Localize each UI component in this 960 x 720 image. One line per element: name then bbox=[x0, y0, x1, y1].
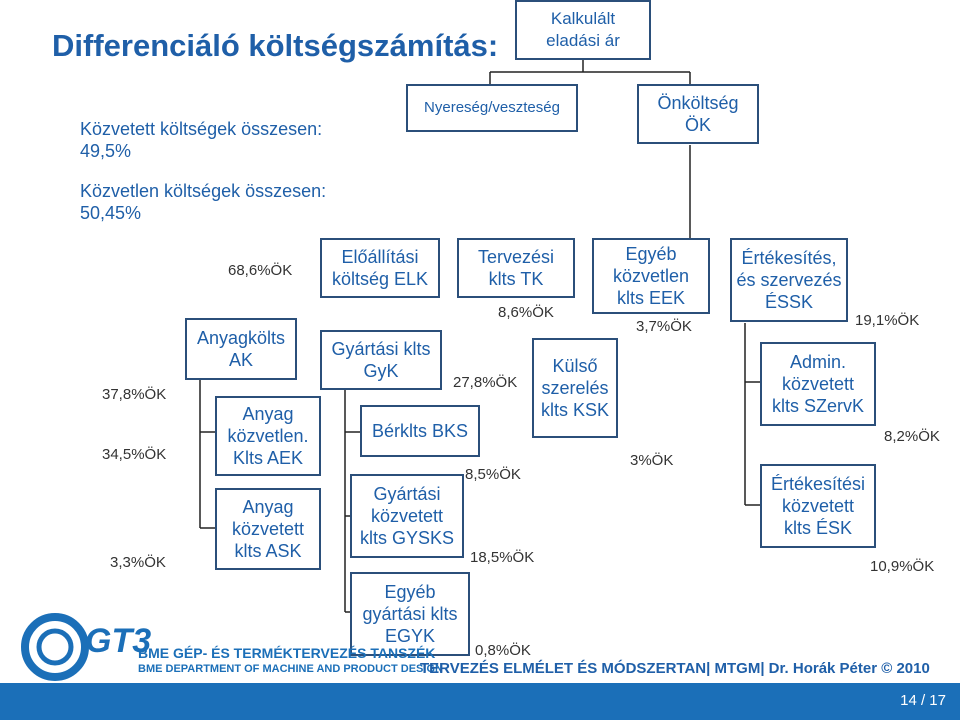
page-number: 14 / 17 bbox=[900, 692, 946, 709]
percent-label: 3,7%ÖK bbox=[636, 318, 692, 335]
logo-mark: GT3 bbox=[85, 622, 152, 660]
percent-label: 8,5%ÖK bbox=[465, 466, 521, 483]
box-egyeb-kozvetlen-klts: Egyéb közvetlen klts EEK bbox=[592, 238, 710, 314]
box-berklts: Bérklts BKS bbox=[360, 405, 480, 457]
box-eloallitasi-koltseg: Előállítási költség ELK bbox=[320, 238, 440, 298]
percent-label: 37,8%ÖK bbox=[102, 386, 167, 403]
percent-label: 19,1%ÖK bbox=[855, 312, 920, 329]
box-anyag-kozvetlen: Anyag közvetlen. Klts AEK bbox=[215, 396, 321, 476]
box-onkoltseg: Önköltség ÖK bbox=[637, 84, 759, 144]
page-title: Differenciáló költségszámítás: bbox=[52, 28, 499, 63]
percent-label: 68,6%ÖK bbox=[228, 262, 293, 279]
gt3-logo-icon bbox=[21, 613, 89, 681]
percent-label: 10,9%ÖK bbox=[870, 558, 935, 575]
percent-label: 0,8%ÖK bbox=[475, 642, 531, 659]
box-kalkulalt-eladasi-ar: Kalkulált eladási ár bbox=[515, 0, 651, 60]
box-gyartasi-kozvetett: Gyártási közvetett klts GYSKS bbox=[350, 474, 464, 558]
box-anyag-kozvetett: Anyag közvetett klts ASK bbox=[215, 488, 321, 570]
box-ertekesites-szervezes: Értékesítés, és szervezés ÉSSK bbox=[730, 238, 848, 322]
box-admin-kozvetett: Admin. közvetett klts SZervK bbox=[760, 342, 876, 426]
box-anyagkolts: Anyagkölts AK bbox=[185, 318, 297, 380]
box-nyereseg-veszteseg: Nyereség/veszteség bbox=[406, 84, 578, 132]
percent-label: 3%ÖK bbox=[630, 452, 674, 469]
percent-label: 34,5%ÖK bbox=[102, 446, 167, 463]
indirect-costs-note: Közvetett költségek összesen: 49,5% bbox=[80, 119, 323, 161]
footer-text: TERVEZÉS ELMÉLET ÉS MÓDSZERTAN| MTGM| Dr… bbox=[420, 660, 930, 677]
percent-label: 8,6%ÖK bbox=[498, 304, 554, 321]
box-gyartasi-klts: Gyártási klts GyK bbox=[320, 330, 442, 390]
percent-label: 18,5%ÖK bbox=[470, 549, 535, 566]
box-egyeb-gyartasi: Egyéb gyártási klts EGYK bbox=[350, 572, 470, 656]
percent-label: 8,2%ÖK bbox=[884, 428, 940, 445]
footer-bar bbox=[0, 683, 960, 720]
box-kulso-szereles: Külső szerelés klts KSK bbox=[532, 338, 618, 438]
logo-line2: BME DEPARTMENT OF MACHINE AND PRODUCT DE… bbox=[138, 663, 443, 675]
percent-label: 3,3%ÖK bbox=[110, 554, 166, 571]
percent-label: 27,8%ÖK bbox=[453, 374, 518, 391]
box-tervezesi-klts: Tervezési klts TK bbox=[457, 238, 575, 298]
direct-costs-note: Közvetlen költségek összesen: 50,45% bbox=[80, 181, 327, 223]
logo-line1: BME GÉP- ÉS TERMÉKTERVEZÉS TANSZÉK bbox=[138, 645, 436, 661]
box-ertekesitesi-kozvetett: Értékesítési közvetett klts ÉSK bbox=[760, 464, 876, 548]
